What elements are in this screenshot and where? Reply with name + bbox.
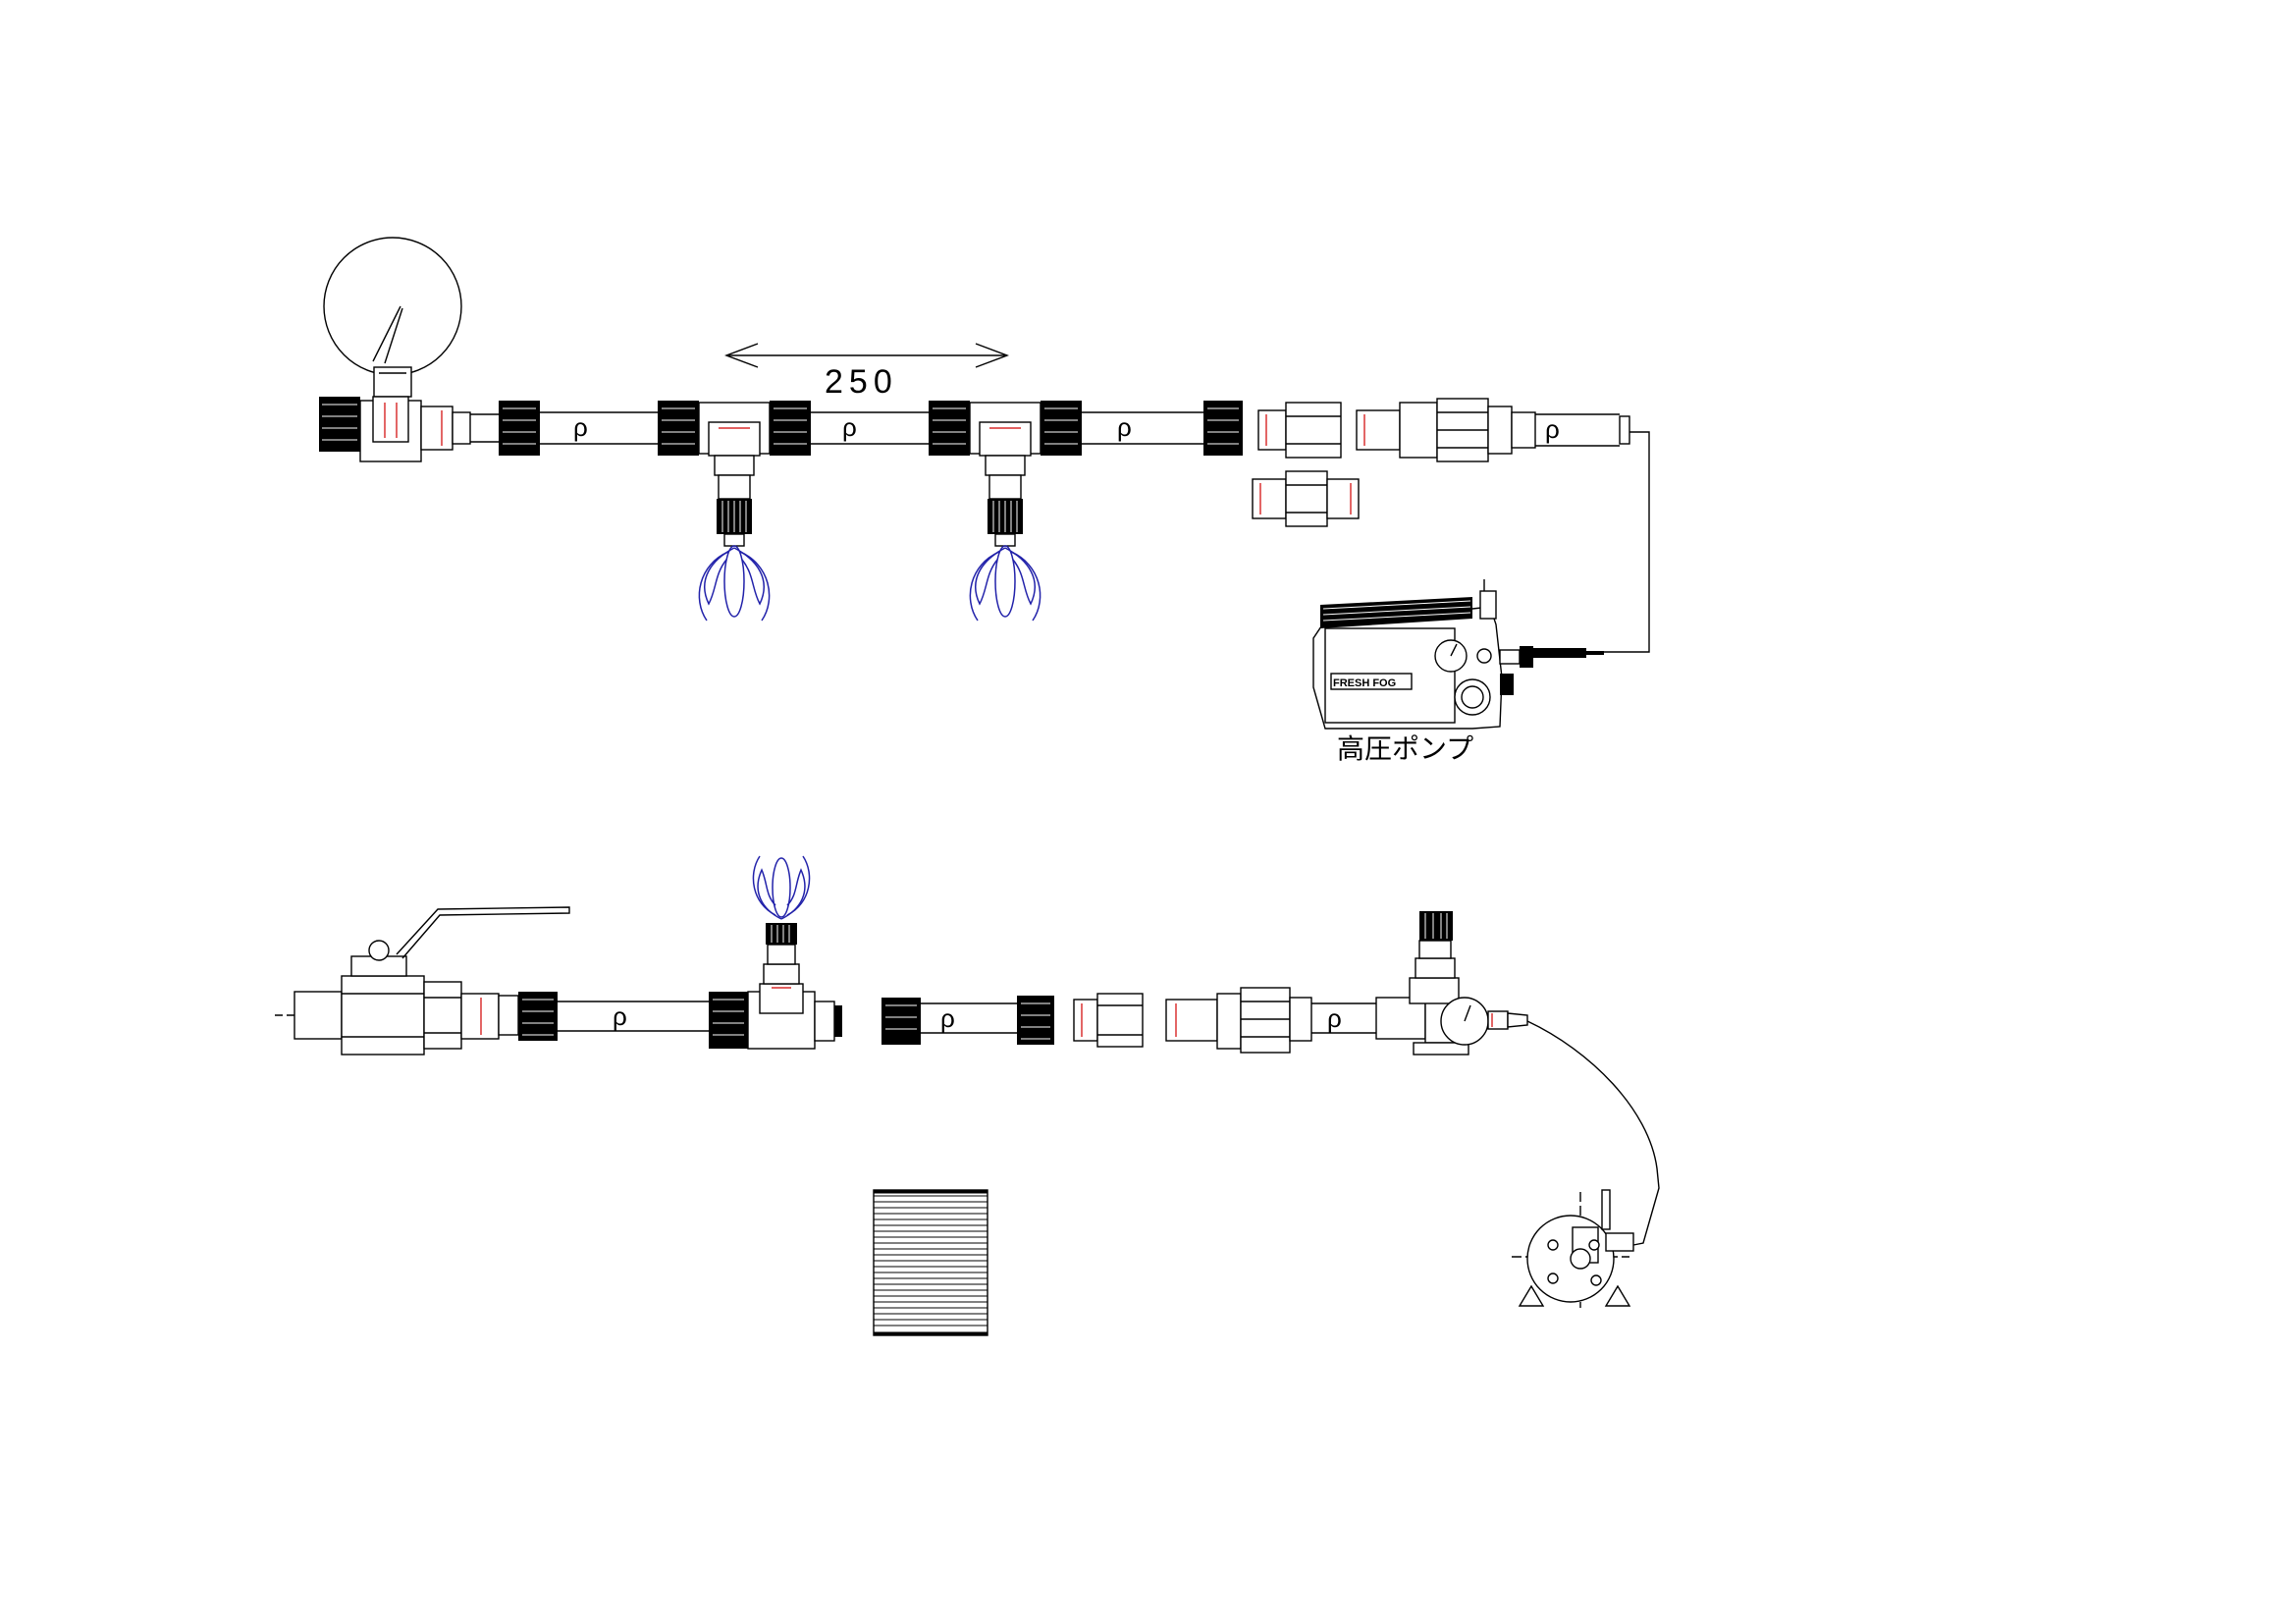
pressure-gauge-icon — [323, 237, 462, 398]
hex-adapter — [1257, 402, 1342, 459]
break-mark: ρ — [842, 412, 857, 442]
dimension-line: 250 — [724, 343, 1009, 401]
pump-brand-label: FRESH FOG — [1333, 677, 1396, 689]
spray-nozzle-icon — [752, 855, 811, 985]
break-mark: ρ — [1545, 414, 1560, 444]
motor-pump-icon — [1512, 1189, 1634, 1308]
spray-nozzle-icon — [969, 455, 1041, 622]
tee-fitting-icon — [709, 983, 842, 1050]
hose-end-cap — [1203, 401, 1243, 456]
bottom-assembly: ρ — [275, 855, 1660, 1336]
spray-pattern — [698, 545, 771, 622]
tee-fitting-icon — [929, 401, 1082, 457]
union-fitting — [1356, 398, 1536, 462]
tee-fitting-icon — [658, 401, 811, 457]
supply-line — [1526, 1020, 1660, 1246]
break-mark: ρ — [613, 1001, 627, 1031]
top-assembly: ρ — [319, 237, 1650, 764]
spray-nozzle-icon — [698, 455, 771, 622]
supply-line — [1604, 431, 1650, 653]
spray-pattern — [752, 855, 811, 920]
pressure-regulator-icon — [1375, 911, 1528, 1056]
high-pressure-pump-icon: FRESH FOG 高圧ポンプ — [1312, 579, 1604, 764]
dimension-label: 250 — [825, 363, 898, 401]
gauge-tee-fitting — [319, 396, 471, 462]
hose-segment-1 — [470, 401, 658, 456]
hose-reel-block — [873, 1189, 988, 1336]
ball-valve-icon — [294, 906, 570, 1056]
break-mark: ρ — [573, 412, 588, 442]
break-mark: ρ — [1117, 412, 1132, 442]
break-mark: ρ — [940, 1003, 955, 1033]
pump-caption: 高圧ポンプ — [1337, 733, 1473, 764]
spray-pattern — [969, 545, 1041, 622]
loose-adapter — [1252, 470, 1360, 527]
break-mark: ρ — [1327, 1003, 1342, 1033]
